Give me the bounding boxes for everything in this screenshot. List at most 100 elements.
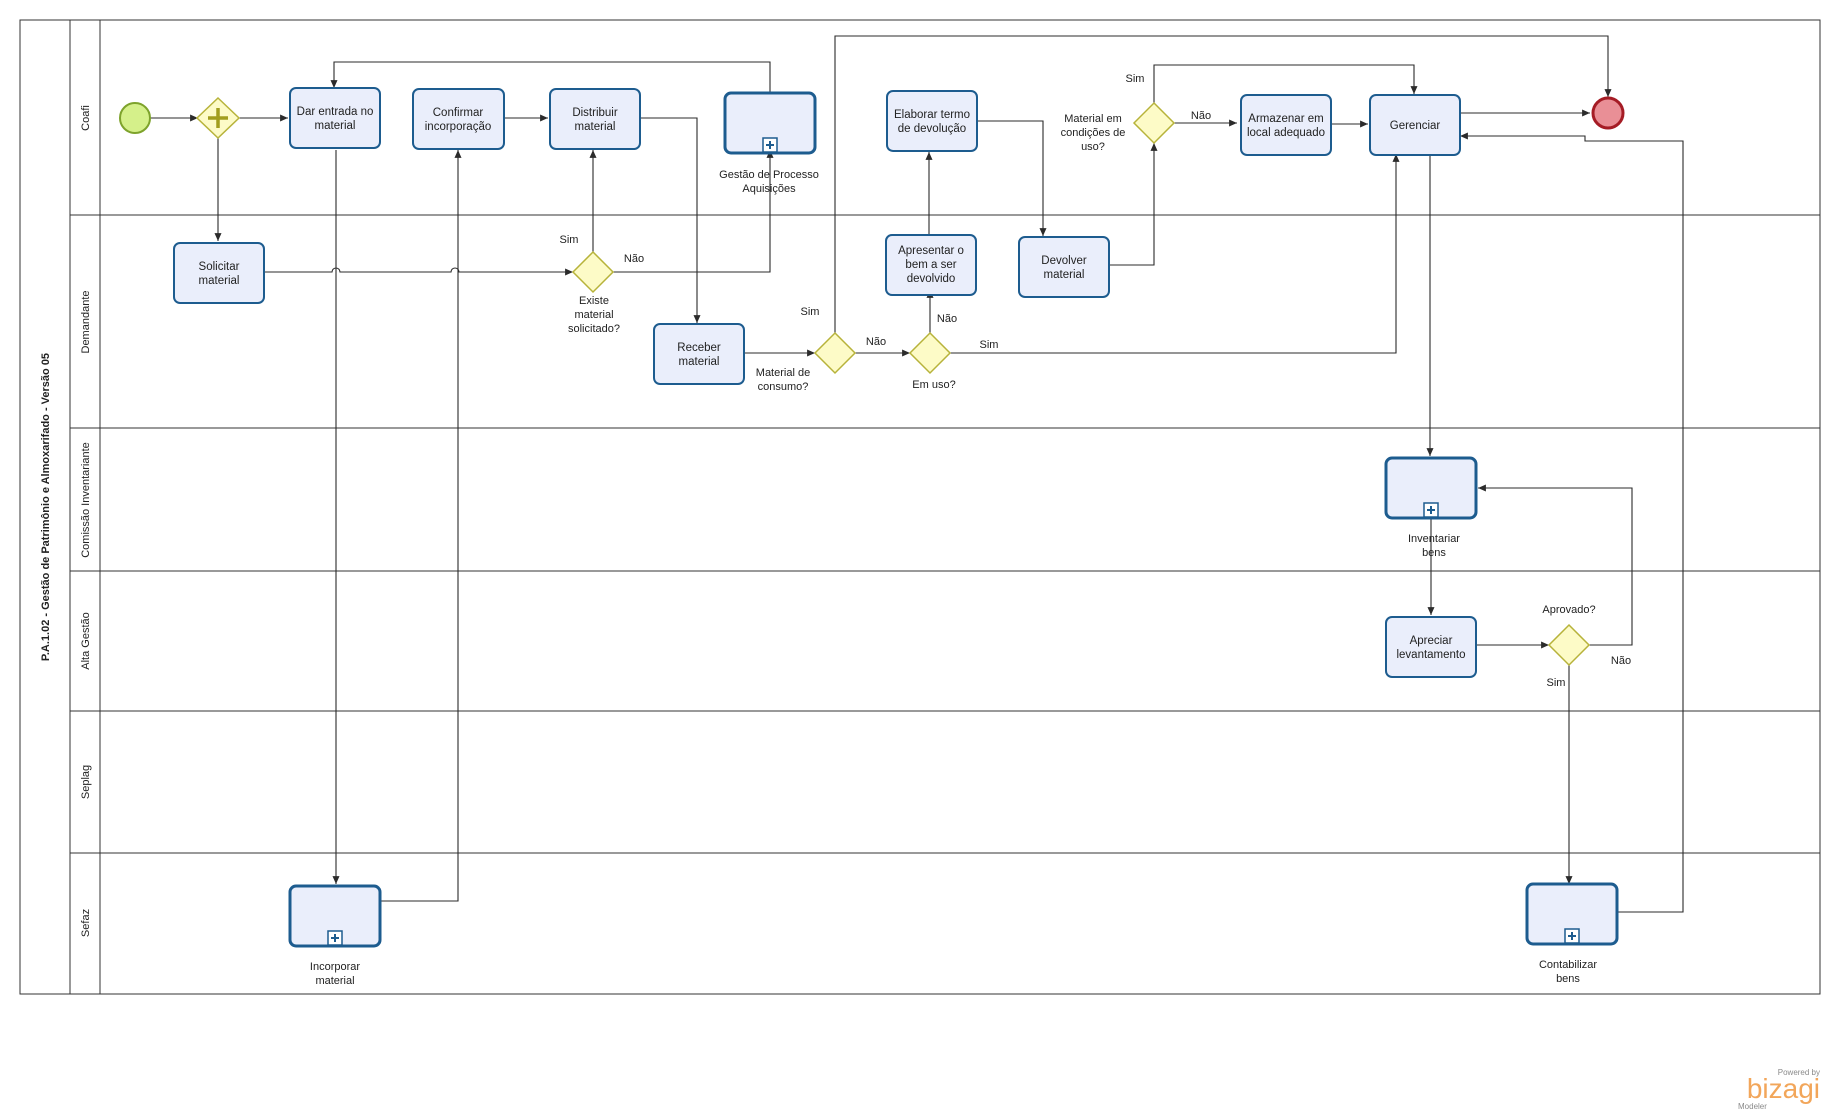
task-label: Armazenar em bbox=[1248, 113, 1323, 125]
flow-label-existe-sim: Sim bbox=[560, 234, 579, 246]
task-label: material bbox=[315, 120, 356, 132]
flow-label-em-uso-sim: Sim bbox=[980, 339, 999, 351]
task-receber-material[interactable]: Receber material bbox=[653, 323, 745, 385]
task-label: local adequado bbox=[1247, 127, 1325, 139]
gateway-label: Aprovado? bbox=[1542, 604, 1595, 616]
subprocess-label: material bbox=[315, 975, 354, 987]
task-label: incorporação bbox=[425, 121, 491, 133]
flow-condicoes-sim-to-gerenciar bbox=[1153, 64, 1418, 103]
lane-label-demandante: Demandante bbox=[80, 291, 92, 354]
task-gerenciar[interactable]: Gerenciar bbox=[1369, 94, 1461, 156]
brand-text: bizagi bbox=[1747, 1073, 1820, 1104]
lane-label-coafi: Coafi bbox=[80, 105, 92, 131]
gateway-aprovado[interactable]: Aprovado? bbox=[1542, 604, 1596, 667]
flow-distribuir-to-receber bbox=[640, 117, 701, 323]
task-label: levantamento bbox=[1396, 649, 1465, 661]
gateway-em-uso[interactable]: Em uso? bbox=[908, 331, 956, 391]
gateway-label: solicitado? bbox=[568, 323, 620, 335]
sequence-flows bbox=[150, 35, 1684, 913]
subprocess-label: bens bbox=[1422, 547, 1446, 559]
svg-text:Gerenciar: Gerenciar bbox=[1390, 120, 1441, 132]
svg-text:Aprovado?: Aprovado? bbox=[1542, 604, 1595, 616]
lane-label-alta-gestao: Alta Gestão bbox=[80, 612, 92, 669]
pool: P.A.1.02 - Gestão de Patrimônio e Almoxa… bbox=[19, 19, 1821, 995]
task-distribuir-material[interactable]: Distribuir material bbox=[549, 88, 641, 150]
subprocess-label: Contabilizar bbox=[1539, 959, 1597, 971]
task-armazenar[interactable]: Armazenar em local adequado bbox=[1240, 94, 1332, 156]
task-label: Solicitar bbox=[199, 261, 240, 273]
product-text: Modeler bbox=[1738, 1102, 1767, 1111]
flow-label-em-uso-nao: Não bbox=[937, 313, 957, 325]
flow-label-condicoes-sim: Sim bbox=[1126, 73, 1145, 85]
task-solicitar-material[interactable]: Solicitar material bbox=[173, 242, 265, 304]
task-devolver-material[interactable]: Devolver material bbox=[1018, 236, 1110, 298]
gateway-label: condições de bbox=[1061, 127, 1126, 139]
gateway-label: consumo? bbox=[758, 381, 809, 393]
task-label: Devolver bbox=[1041, 255, 1087, 267]
gateway-material-consumo[interactable]: Material de consumo? bbox=[756, 331, 857, 393]
task-label: material bbox=[1044, 269, 1085, 281]
gateway-label: Existe bbox=[579, 295, 609, 307]
flow-gestao-to-dar-entrada bbox=[330, 61, 771, 92]
powered-by-text: Powered by bbox=[1778, 1068, 1820, 1077]
flow-elaborar-to-devolver bbox=[975, 120, 1047, 236]
lane-label-sefaz: Sefaz bbox=[80, 909, 92, 937]
task-apreciar-levantamento[interactable]: Apreciar levantamento bbox=[1385, 616, 1477, 678]
subprocess-label: bens bbox=[1556, 973, 1580, 985]
flow-label-existe-nao: Não bbox=[624, 253, 644, 265]
parallel-gateway[interactable] bbox=[195, 96, 241, 140]
gateway-label: Em uso? bbox=[912, 379, 955, 391]
pool-title: P.A.1.02 - Gestão de Patrimônio e Almoxa… bbox=[40, 353, 52, 661]
flow-devolver-to-condicoes bbox=[1107, 143, 1158, 266]
task-label: material bbox=[679, 356, 720, 368]
plus-icon bbox=[766, 141, 774, 149]
subprocess-inventariar-bens[interactable]: Inventariar bens bbox=[1384, 456, 1478, 559]
lane-label-comissao-inventariante: Comissão Inventariante bbox=[80, 442, 92, 558]
lane-label-seplag: Seplag bbox=[80, 765, 92, 799]
subprocess-label: Inventariar bbox=[1408, 533, 1460, 545]
task-label: material bbox=[575, 121, 616, 133]
subprocess-label: Aquisições bbox=[742, 183, 796, 195]
task-label: Receber bbox=[677, 342, 721, 354]
plus-icon bbox=[1568, 932, 1576, 940]
plus-icon bbox=[1427, 506, 1435, 514]
flow-labels: Sim Não Sim Não Não Sim Sim Não Sim Não bbox=[560, 73, 1632, 689]
task-label: Gerenciar bbox=[1390, 120, 1441, 132]
task-label: Dar entrada no bbox=[297, 106, 374, 118]
task-label: Distribuir bbox=[572, 107, 618, 119]
task-label: material bbox=[199, 275, 240, 287]
task-label: devolvido bbox=[907, 273, 956, 285]
flow-contabilizar-to-gerenciar bbox=[1460, 132, 1684, 913]
plus-icon bbox=[331, 934, 339, 942]
flow-label-consumo-nao: Não bbox=[866, 336, 886, 348]
gateway-label: Material de bbox=[756, 367, 810, 379]
subprocess-contabilizar-bens[interactable]: Contabilizar bens bbox=[1525, 882, 1619, 985]
start-event[interactable] bbox=[119, 102, 151, 134]
task-label: Elaborar termo bbox=[894, 109, 970, 121]
flow-solicitar-to-existe bbox=[264, 267, 573, 276]
end-event[interactable] bbox=[1591, 96, 1625, 130]
flow-incorporar-to-confirmar bbox=[380, 150, 462, 902]
flow-aprovado-nao-to-inventariar bbox=[1478, 484, 1633, 646]
task-label: Apresentar o bbox=[898, 245, 964, 257]
task-dar-entrada[interactable]: Dar entrada no material bbox=[289, 87, 381, 149]
task-label: Apreciar bbox=[1410, 635, 1453, 647]
